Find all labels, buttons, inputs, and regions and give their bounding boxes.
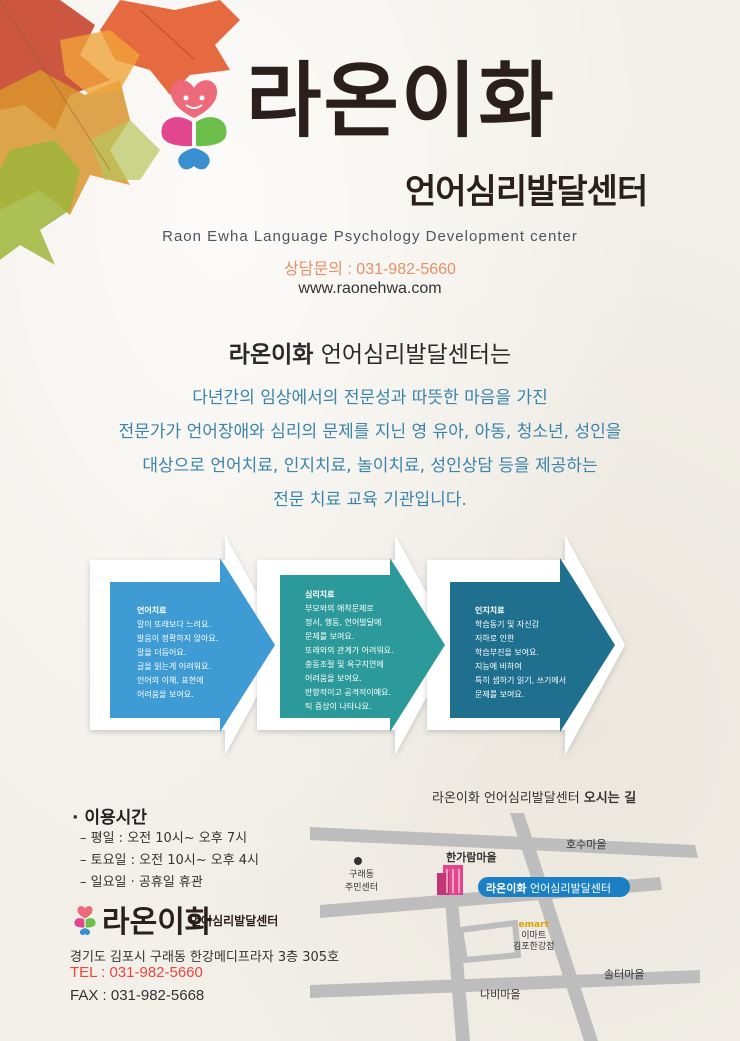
- hours-sunday: – 일요일 · 공휴일 휴관: [80, 875, 203, 890]
- hours-saturday: – 토요일 : 오전 10시~ 오후 4시: [80, 853, 260, 868]
- intro-line: 전문가가 언어장애와 심리의 문제를 지닌 영 유아, 아동, 청소년, 성인을: [118, 422, 622, 442]
- arrow-fill-3: [450, 558, 615, 732]
- service-line: 학습동기 및 자신감: [475, 620, 539, 629]
- consultation-phone: 상담문의 : 031-982-5660: [284, 261, 456, 278]
- service-line: 어려움을 보여요.: [137, 690, 194, 699]
- map-label-guraedong: 구래동 주민센터: [345, 867, 378, 893]
- service-line: 말이 또래보다 느려요.: [137, 620, 211, 629]
- footer-brand-name: 라온이화: [102, 905, 213, 940]
- maple-leaves-decoration: [0, 0, 240, 265]
- brand-subtitle: 언어심리발달센터: [405, 172, 648, 212]
- intro-title: 라온이화 언어심리발달센터는: [0, 335, 740, 369]
- hours-weekday: – 평일 : 오전 10시~ 오후 7시: [80, 831, 248, 846]
- map-label-hangaram: 한가람마을: [446, 851, 497, 864]
- emart-logo-text: emart: [518, 920, 549, 930]
- fax: FAX : 031-982-5668: [70, 987, 205, 1004]
- intro-body: 다년간의 임상에서의 전문성과 따뜻한 마음을 가진 전문가가 언어장애와 심리…: [40, 381, 700, 517]
- community-center-marker-icon: [354, 857, 362, 865]
- guraedong-line-1: 구래동: [349, 870, 374, 880]
- service-line: 발음이 정확하지 않아요.: [137, 634, 219, 643]
- service-line: 어려움을 보여요.: [305, 674, 362, 683]
- operating-hours: · 이용시간 – 평일 : 오전 10시~ 오후 7시 – 토요일 : 오전 1…: [72, 803, 259, 894]
- brand-name: 라온이화: [246, 53, 556, 149]
- clover-heart-logo-small-icon: [74, 906, 96, 936]
- map-center-bold: 라온이화: [486, 882, 527, 895]
- service-line: 틱 증상이 나타나요.: [305, 702, 372, 711]
- emart-line-1: 이마트: [521, 931, 547, 941]
- intro-line: 다년간의 임상에서의 전문성과 따뜻한 마음을 가진: [192, 388, 548, 408]
- service-line: 저하로 인한: [475, 634, 515, 643]
- service-line: 반항적이고 공격적이예요.: [305, 688, 392, 697]
- intro-title-bold: 라온이화: [228, 342, 314, 368]
- map-center-rest: 언어심리발달센터: [526, 882, 611, 895]
- center-location-pill: [478, 877, 630, 897]
- map-label-soltuh: 솔터마을: [604, 968, 645, 981]
- service-line: 문제를 보여요.: [305, 632, 355, 641]
- map-label-center: 라온이화 언어심리발달센터: [486, 880, 611, 896]
- map-label-emart: emart 이마트 김포한강점: [513, 920, 554, 953]
- service-line: 지능에 비하여: [475, 662, 522, 671]
- service-card-psychology: 심리치료 부모와의 애착문제로 정서, 행동, 언어발달에 문제를 보여요. 또…: [305, 588, 394, 714]
- service-line: 글을 읽는게 어려워요.: [137, 662, 211, 671]
- location-map: [310, 813, 700, 1041]
- map-label-nabi: 나비마을: [480, 988, 521, 1001]
- clover-heart-logo-icon: [161, 80, 227, 170]
- service-card-cognitive: 인지치료 학습동기 및 자신감 저하로 인한 학습부진을 보여요. 지능에 비하…: [475, 604, 566, 702]
- service-line: 말을 더듬어요.: [137, 648, 187, 657]
- map-title: 라온이화 언어심리발달센터 오시는 길: [432, 787, 636, 806]
- service-line: 특히 셈하기 읽기, 쓰기에서: [475, 676, 567, 685]
- emart-line-2: 김포한강점: [513, 942, 555, 952]
- map-title-normal: 라온이화 언어심리발달센터: [432, 791, 584, 806]
- footer-brand-subtitle: 언어심리발달센터: [190, 914, 279, 928]
- service-line: 정서, 행동, 언어발달에: [305, 618, 382, 627]
- intro-line: 전문 치료 교육 기관입니다.: [273, 490, 467, 510]
- address: 경기도 김포시 구래동 한강메디프라자 3층 305호: [70, 950, 340, 965]
- arrow-fill-1: [110, 558, 275, 732]
- website-link[interactable]: www.raonehwa.com: [298, 280, 442, 297]
- service-line: 언어의 이해, 표현에: [137, 676, 204, 685]
- service-line: 충동조절 및 욕구지연에: [305, 660, 384, 669]
- service-title: 인지치료: [475, 606, 505, 615]
- services-arrows: [90, 535, 625, 755]
- guraedong-line-2: 주민센터: [345, 883, 379, 893]
- arrow-fill-2: [280, 558, 445, 732]
- service-line: 부모와의 애착문제로: [305, 604, 374, 613]
- english-name: Raon Ewha Language Psychology Developmen…: [162, 228, 578, 245]
- telephone: TEL : 031-982-5660: [70, 964, 203, 981]
- intro-line: 대상으로 언어치료, 인지치료, 놀이치료, 성인상담 등을 제공하는: [142, 456, 598, 476]
- map-label-hosu: 호수마을: [566, 838, 607, 851]
- hours-title: · 이용시간: [72, 808, 147, 828]
- service-card-language: 언어치료 말이 또래보다 느려요. 발음이 정확하지 않아요. 말을 더듬어요.…: [137, 604, 218, 702]
- service-title: 언어치료: [137, 606, 167, 615]
- service-line: 또래와의 관계가 어려워요.: [305, 646, 394, 655]
- service-line: 학습부진을 보여요.: [475, 648, 539, 657]
- map-title-bold: 오시는 길: [583, 791, 637, 806]
- service-title: 심리치료: [305, 590, 335, 599]
- intro-title-rest: 언어심리발달센터는: [313, 342, 512, 368]
- service-line: 문제를 보여요.: [475, 690, 525, 699]
